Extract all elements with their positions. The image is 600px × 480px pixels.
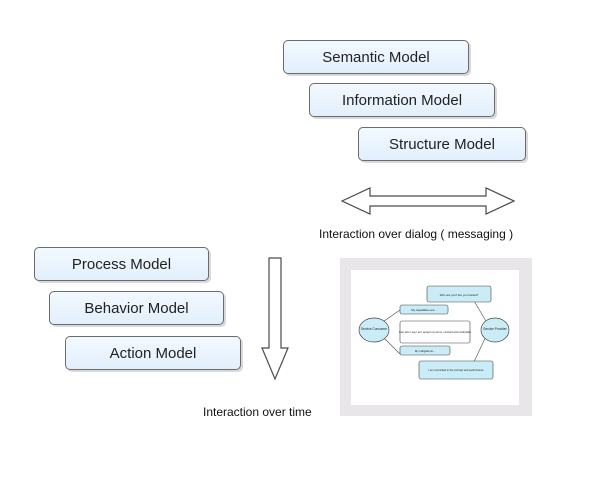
semantic-model-label: Semantic Model: [322, 48, 430, 66]
message-5-text: I am committed to the contract and perfo…: [428, 368, 484, 372]
information-model-box: Information Model: [309, 83, 495, 117]
message-bubble-5: [418, 360, 494, 380]
semantic-model-box: Semantic Model: [283, 40, 469, 74]
dialog-diagram-thumbnail: Service Consumer Service Provider Who ar…: [340, 258, 532, 416]
message-bubble-3: [399, 320, 471, 344]
action-model-label: Action Model: [109, 344, 197, 362]
time-down-arrow-icon: [261, 257, 289, 381]
behavior-model-box: Behavior Model: [49, 291, 224, 325]
behavior-model-label: Behavior Model: [84, 299, 189, 317]
message-1-text: Who are you? Are you trusted?: [440, 293, 479, 297]
time-caption: Interaction over time: [203, 405, 312, 419]
service-consumer-label: Service Consumer: [361, 327, 388, 331]
service-provider-label: Service Provider: [483, 327, 507, 331]
structure-model-box: Structure Model: [358, 127, 526, 161]
information-model-label: Information Model: [341, 91, 463, 109]
service-provider-node: [480, 317, 510, 343]
message-4-text: My obligations...: [415, 349, 435, 353]
dialog-double-arrow-icon: [340, 187, 516, 215]
structure-model-label: Structure Model: [389, 135, 495, 153]
message-3-text: I am who I say I am; accept my terms, co…: [399, 330, 472, 334]
process-model-box: Process Model: [34, 247, 209, 281]
message-bubble-4: [399, 345, 451, 356]
process-model-label: Process Model: [71, 255, 172, 273]
message-2-text: My capabilities are...: [411, 308, 437, 312]
dialog-caption: Interaction over dialog ( messaging ): [319, 227, 514, 241]
service-consumer-node: [358, 317, 390, 343]
message-bubble-1: [426, 285, 492, 303]
message-bubble-2: [399, 304, 449, 315]
action-model-box: Action Model: [65, 336, 241, 370]
